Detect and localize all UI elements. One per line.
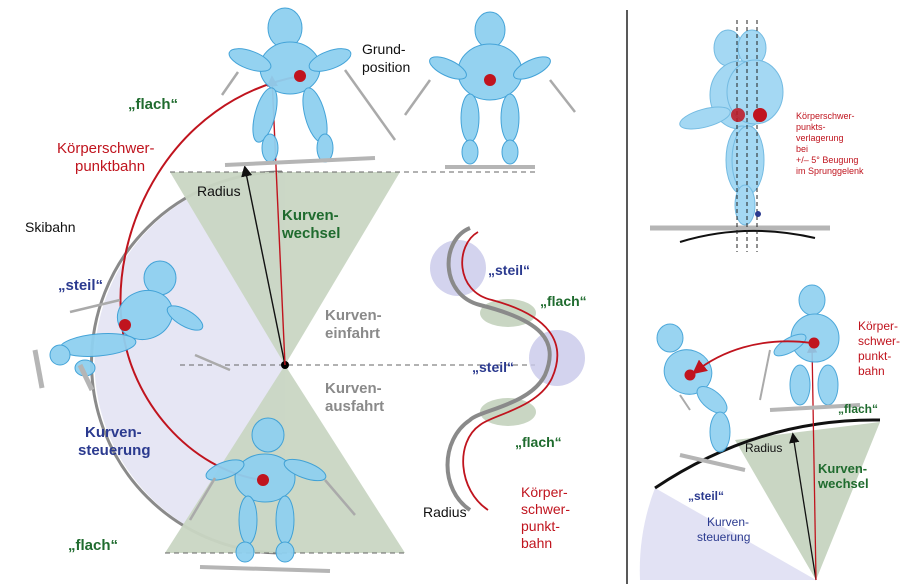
br-kspb-3: punkt- xyxy=(858,349,891,363)
top-right-panel: Körperschwer- punkts- verlagerung bei +/… xyxy=(650,20,864,252)
grundposition-label-2: position xyxy=(362,59,410,75)
main-diagram: Grund- position „flach“ Körperschwer- pu… xyxy=(25,8,575,571)
br-kspb-2: schwer- xyxy=(858,334,900,348)
pole-grund-right xyxy=(550,80,575,112)
pole-grund-left xyxy=(405,80,430,115)
pole-top-right xyxy=(345,70,395,140)
br-ks-2: steuerung xyxy=(697,530,750,544)
br-radius: Radius xyxy=(745,441,782,455)
kurvenwechsel-label-1: Kurven- xyxy=(282,207,339,224)
mid-flach-2: „flach“ xyxy=(515,434,562,450)
br-com-dot-right xyxy=(809,338,820,349)
br-skier-right xyxy=(771,285,839,405)
skier-grundposition xyxy=(426,12,553,164)
br-flach: „flach“ xyxy=(838,402,878,416)
mid-kspb-3: punkt- xyxy=(521,518,560,534)
mid-kspb-1: Körper- xyxy=(521,484,568,500)
br-skier-left-pole xyxy=(680,395,690,410)
skier-side-view xyxy=(678,30,783,225)
br-com-dot-left xyxy=(685,370,696,381)
com-dot-left xyxy=(119,319,131,331)
tr-line6: im Sprunggelenk xyxy=(796,166,864,176)
s-curve-diagram: „steil“ „flach“ „steil“ „flach“ Radius K… xyxy=(423,228,587,551)
radius-label: Radius xyxy=(197,183,241,199)
ski-bottom xyxy=(200,567,330,571)
br-kw-1: Kurven- xyxy=(818,461,867,476)
com-path-label-1: Körperschwer- xyxy=(57,140,155,157)
kurvenausfahrt-label-1: Kurven- xyxy=(325,380,382,397)
kurveneinfahrt-label-2: einfahrt xyxy=(325,325,380,342)
br-kw-2: wechsel xyxy=(817,476,869,491)
tr-line2: punkts- xyxy=(796,122,826,132)
br-skier-right-pole xyxy=(760,350,770,400)
tr-line4: bei xyxy=(796,144,808,154)
mid-steil-2: „steil“ xyxy=(472,359,514,375)
tr-line5: +/– 5° Beugung xyxy=(796,155,858,165)
mid-steil-1: „steil“ xyxy=(488,262,530,278)
br-skier-left xyxy=(657,324,732,452)
mid-flach-1: „flach“ xyxy=(540,293,587,309)
ankle-dot xyxy=(755,211,761,217)
com-path-label-2: punktbahn xyxy=(75,158,145,175)
bottom-right-panel: Körper- schwer- punkt- bahn „flach“ Radi… xyxy=(640,285,900,580)
kurvensteuerung-label-1: Kurven- xyxy=(85,424,142,441)
steil-label: „steil“ xyxy=(58,277,103,294)
ski-left-1 xyxy=(35,350,42,388)
com-dot-bottom xyxy=(257,474,269,486)
pole-top-left xyxy=(222,72,238,95)
com-dot-grund xyxy=(484,74,496,86)
com-dot-shift-2 xyxy=(753,108,767,122)
ski-top xyxy=(225,158,375,165)
mid-kspb-2: schwer- xyxy=(521,501,570,517)
kurvenwechsel-label-2: wechsel xyxy=(281,225,340,242)
mid-radius: Radius xyxy=(423,504,467,520)
kurvensteuerung-label-2: steuerung xyxy=(78,442,151,459)
flach-bottom-label: „flach“ xyxy=(68,537,118,554)
skier-top xyxy=(226,8,354,162)
flach-top-label: „flach“ xyxy=(128,96,178,113)
kurvenausfahrt-label-2: ausfahrt xyxy=(325,398,384,415)
mid-kspb-4: bahn xyxy=(521,535,552,551)
com-dot-shift-1 xyxy=(731,108,745,122)
br-kspb-4: bahn xyxy=(858,364,885,378)
tr-line3: verlagerung xyxy=(796,133,844,143)
skibahn-label: Skibahn xyxy=(25,219,76,235)
br-kspb-1: Körper- xyxy=(858,319,898,333)
steil-circle-top xyxy=(430,240,486,296)
kurveneinfahrt-label-1: Kurven- xyxy=(325,307,382,324)
br-steil: „steil“ xyxy=(688,489,724,503)
br-ks-1: Kurven- xyxy=(707,515,749,529)
grundposition-label-1: Grund- xyxy=(362,41,406,57)
tr-line1: Körperschwer- xyxy=(796,111,855,121)
com-dot-top xyxy=(294,70,306,82)
